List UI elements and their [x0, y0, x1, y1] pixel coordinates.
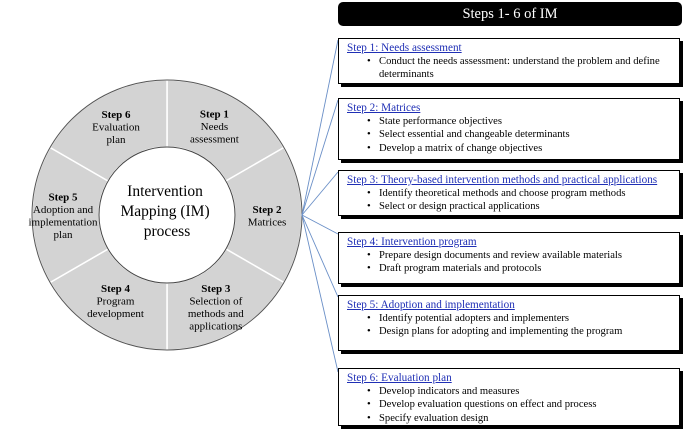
- center-line-2: Mapping (IM): [121, 203, 210, 220]
- step-item: Select essential and changeable determin…: [367, 128, 671, 142]
- segment-text-line: methods and: [188, 308, 244, 320]
- segment-text-line: plan: [54, 229, 73, 241]
- segment-text-line: assessment: [190, 133, 239, 145]
- step-box-1: Step 1: Needs assessmentConduct the need…: [338, 38, 680, 84]
- step-item: Design plans for adopting and implementi…: [367, 325, 671, 339]
- step-title-link-4[interactable]: Step 4: Intervention program: [347, 236, 477, 248]
- connector-line-1: [301, 39, 339, 216]
- step-box-2: Step 2: MatricesState performance object…: [338, 98, 680, 160]
- step-title-link-3[interactable]: Step 3: Theory-based intervention method…: [347, 174, 658, 186]
- center-line-1: Intervention: [127, 183, 203, 200]
- step-items-6: Develop indicators and measuresDevelop e…: [347, 385, 671, 426]
- step-title-link-5[interactable]: Step 5: Adoption and implementation: [347, 299, 515, 311]
- connector-line-6: [301, 214, 339, 373]
- segment-text-line: Evaluation: [92, 122, 140, 134]
- step-item: Develop a matrix of change objectives: [367, 142, 671, 156]
- step-item: Select or design practical applications: [367, 200, 671, 214]
- segment-step-2: Step 2: [252, 204, 282, 216]
- segment-step-1: Step 1: [200, 108, 229, 120]
- step-item: Develop indicators and measures: [367, 385, 671, 399]
- step-title-link-2[interactable]: Step 2: Matrices: [347, 102, 421, 114]
- step-items-4: Prepare design documents and review avai…: [347, 249, 671, 276]
- step-items-1: Conduct the needs assessment: understand…: [347, 55, 671, 82]
- step-item: Identify theoretical methods and choose …: [367, 187, 671, 201]
- step-items-3: Identify theoretical methods and choose …: [347, 187, 671, 214]
- segment-step-3: Step 3: [201, 283, 231, 295]
- step-item: Specify evaluation design: [367, 412, 671, 426]
- connector-line-4: [301, 214, 339, 235]
- step-items-2: State performance objectivesSelect essen…: [347, 115, 671, 156]
- center-label: Intervention Mapping (IM) process: [121, 183, 214, 240]
- segment-text-line: Selection of: [189, 296, 242, 308]
- connector-line-5: [301, 214, 339, 298]
- center-line-3: process: [144, 223, 191, 240]
- segment-step-4: Step 4: [101, 283, 131, 295]
- step-item: State performance objectives: [367, 115, 671, 129]
- step-box-4: Step 4: Intervention programPrepare desi…: [338, 232, 680, 284]
- segment-text-line: development: [87, 308, 144, 320]
- segment-text-line: implementation: [28, 216, 98, 228]
- step-items-5: Identify potential adopters and implemen…: [347, 312, 671, 339]
- segment-text-line: Matrices: [248, 216, 286, 228]
- step-item: Prepare design documents and review avai…: [367, 249, 671, 263]
- step-item: Draft program materials and protocols: [367, 262, 671, 276]
- connector-line-3: [301, 171, 339, 216]
- step-box-6: Step 6: Evaluation planDevelop indicator…: [338, 368, 680, 426]
- step-box-5: Step 5: Adoption and implementationIdent…: [338, 295, 680, 351]
- steps-header: Steps 1- 6 of IM: [338, 2, 682, 26]
- step-item: Conduct the needs assessment: understand…: [367, 55, 671, 82]
- segment-text-line: plan: [107, 134, 126, 146]
- step-box-3: Step 3: Theory-based intervention method…: [338, 170, 680, 216]
- connector-line-2: [301, 99, 339, 216]
- segment-text-line: Program: [97, 296, 135, 308]
- step-title-link-1[interactable]: Step 1: Needs assessment: [347, 42, 462, 54]
- step-title-link-6[interactable]: Step 6: Evaluation plan: [347, 372, 452, 384]
- segment-step-6: Step 6: [101, 109, 131, 121]
- segment-step-5: Step 5: [48, 191, 78, 203]
- step-item: Identify potential adopters and implemen…: [367, 312, 671, 326]
- center-circle: [98, 146, 236, 284]
- step-item: Develop evaluation questions on effect a…: [367, 398, 671, 412]
- segment-text-line: applications: [189, 321, 242, 333]
- segment-text-line: Needs: [201, 121, 229, 133]
- segment-text-line: Adoption and: [33, 204, 94, 216]
